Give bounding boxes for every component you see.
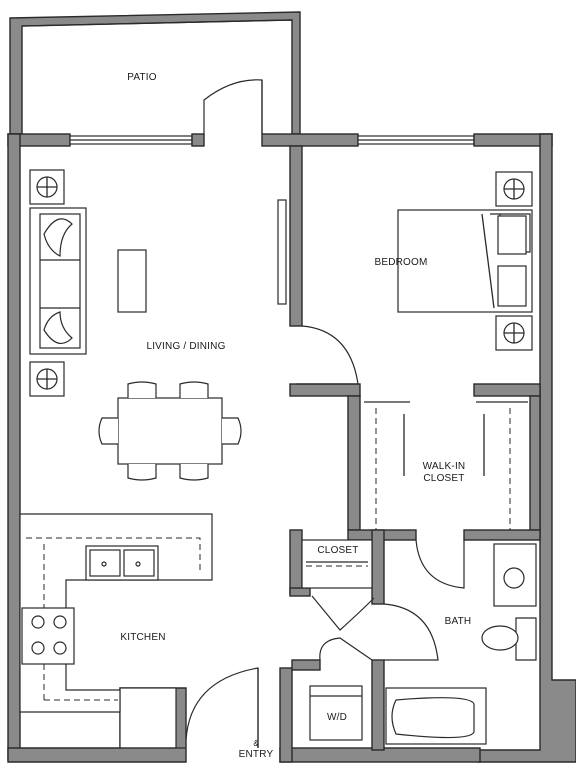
dining-chair	[127, 464, 157, 481]
bedroom-label: BEDROOM	[374, 257, 427, 268]
bedroom-door[interactable]	[301, 325, 359, 385]
bath-label: BATH	[445, 616, 472, 627]
kitchen-fixtures	[19, 513, 213, 713]
living-dining-label: LIVING / DINING	[146, 341, 225, 352]
closet-door[interactable]	[311, 595, 375, 631]
kitchen-counter	[19, 513, 213, 713]
exterior-walls	[7, 133, 576, 763]
laundry-door[interactable]	[319, 637, 373, 661]
dining-chair	[222, 417, 242, 445]
patio-label: PATIO	[127, 72, 157, 83]
walk-in-closet-fixtures	[364, 401, 528, 530]
walk-in-closet-label-line1: WALK-IN	[423, 461, 466, 472]
bedroom-furniture	[397, 171, 533, 351]
laundry-fixtures	[309, 685, 363, 741]
dining-chair	[179, 381, 209, 398]
walk-in-closet-label-line2: CLOSET	[423, 473, 464, 484]
tv-console	[277, 199, 287, 305]
kitchen-label: KITCHEN	[120, 632, 165, 643]
dining-chair	[98, 417, 118, 445]
bath-fixtures	[385, 543, 537, 745]
cooktop	[21, 607, 75, 665]
entry-door[interactable]	[185, 667, 259, 748]
closet-fixtures	[301, 539, 373, 589]
entry-label: ENTRY	[239, 749, 274, 760]
dining-table	[117, 397, 223, 465]
dining-chair	[127, 381, 157, 398]
patio-door[interactable]	[203, 79, 263, 134]
toilet	[515, 617, 537, 661]
door-swings	[185, 79, 465, 748]
pillow	[497, 265, 527, 307]
pillow	[497, 215, 527, 255]
washer-dryer-label: W/D	[327, 712, 347, 723]
walk-in-door[interactable]	[415, 539, 465, 589]
bath-sink	[503, 567, 525, 589]
dining-chair	[179, 464, 209, 481]
interior-walls	[289, 145, 541, 751]
living-furniture	[29, 169, 287, 481]
coffee-table	[117, 249, 147, 313]
entry-symbol: &	[253, 739, 259, 748]
closet-label: CLOSET	[317, 545, 358, 556]
bath-door[interactable]	[383, 603, 439, 661]
washer-dryer	[309, 685, 363, 741]
